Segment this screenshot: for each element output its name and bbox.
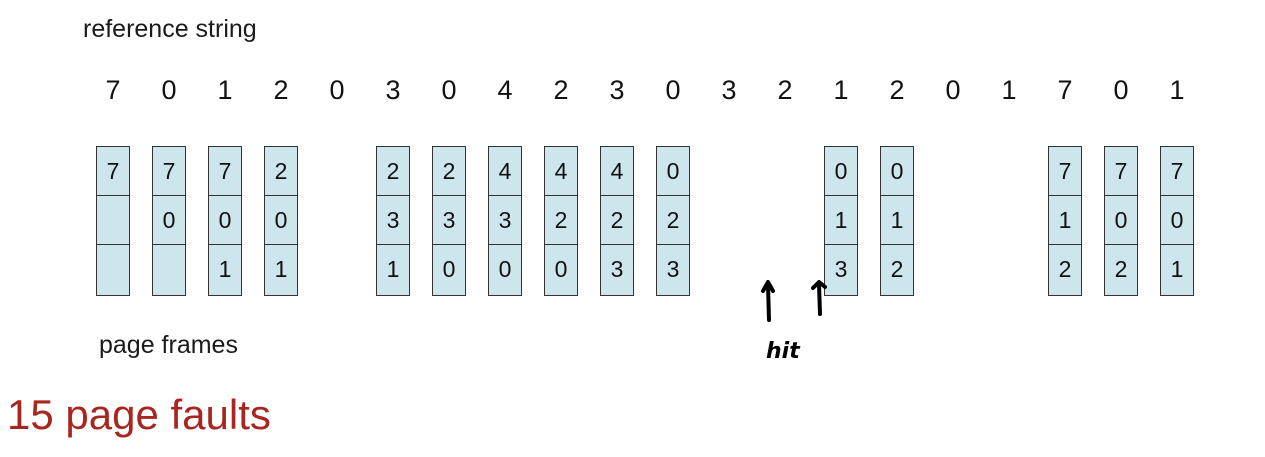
frame-cell: 3 [433, 196, 465, 245]
hit-arrow-1-head [761, 280, 775, 293]
frame-cell: 0 [498, 256, 512, 282]
hit-label: hit [766, 339, 801, 364]
hit-arrow-2-head [811, 280, 827, 290]
frame-cell: 0 [153, 196, 185, 245]
hit-annotation: hit [761, 280, 827, 364]
frame-cell: 7 [1105, 147, 1137, 196]
frame-cell: 2 [545, 196, 577, 245]
hit-arrow-1 [766, 282, 771, 322]
frame-cell [153, 245, 185, 294]
frame-cell: 2 [377, 147, 409, 196]
frame-cell: 3 [377, 196, 409, 245]
frame-cell: 3 [610, 256, 624, 282]
frame-cell: 2 [1058, 256, 1072, 282]
frame-cell: 0 [554, 256, 568, 282]
frame-cell: 0 [442, 256, 456, 282]
frame-cell: 1 [881, 196, 913, 245]
frame-cell: 0 [881, 147, 913, 196]
frame-cell: 1 [825, 196, 857, 245]
frame-cell [97, 196, 129, 245]
page-frames-label: page frames [99, 331, 238, 359]
frame-column: 7 [96, 146, 130, 296]
frame-cell: 0 [1161, 196, 1193, 245]
frame-cell: 0 [825, 147, 857, 196]
frame-cell: 1 [218, 256, 232, 282]
frame-cell: 4 [489, 147, 521, 196]
frame-cell: 7 [97, 147, 129, 196]
frame-cell: 1 [1170, 256, 1184, 282]
frame-cell: 1 [1049, 196, 1081, 245]
frame-cell: 0 [1105, 196, 1137, 245]
reference-string-label: reference string [83, 15, 257, 43]
frame-cell: 0 [265, 196, 297, 245]
frame-cell: 0 [657, 147, 689, 196]
frame-cell: 2 [433, 147, 465, 196]
frame-cell: 4 [545, 147, 577, 196]
frame-cell: 2 [657, 196, 689, 245]
frame-cell: 7 [209, 147, 241, 196]
frame-cell: 0 [209, 196, 241, 245]
frame-cell: 7 [1049, 147, 1081, 196]
frame-cell: 2 [890, 256, 904, 282]
frame-cell: 1 [274, 256, 288, 282]
frame-cell: 4 [601, 147, 633, 196]
frame-cell: 7 [153, 147, 185, 196]
frame-cell [97, 245, 129, 294]
frame-cell: 2 [601, 196, 633, 245]
frame-cell: 3 [666, 256, 680, 282]
frame-cell: 1 [386, 256, 400, 282]
hit-arrow-2 [817, 282, 822, 316]
page-faults-count: 15 page faults [7, 391, 271, 438]
frame-cell: 3 [489, 196, 521, 245]
frame-cell: 7 [1161, 147, 1193, 196]
frame-cell: 2 [1114, 256, 1128, 282]
frame-cell: 2 [265, 147, 297, 196]
frame-cell: 3 [834, 256, 848, 282]
